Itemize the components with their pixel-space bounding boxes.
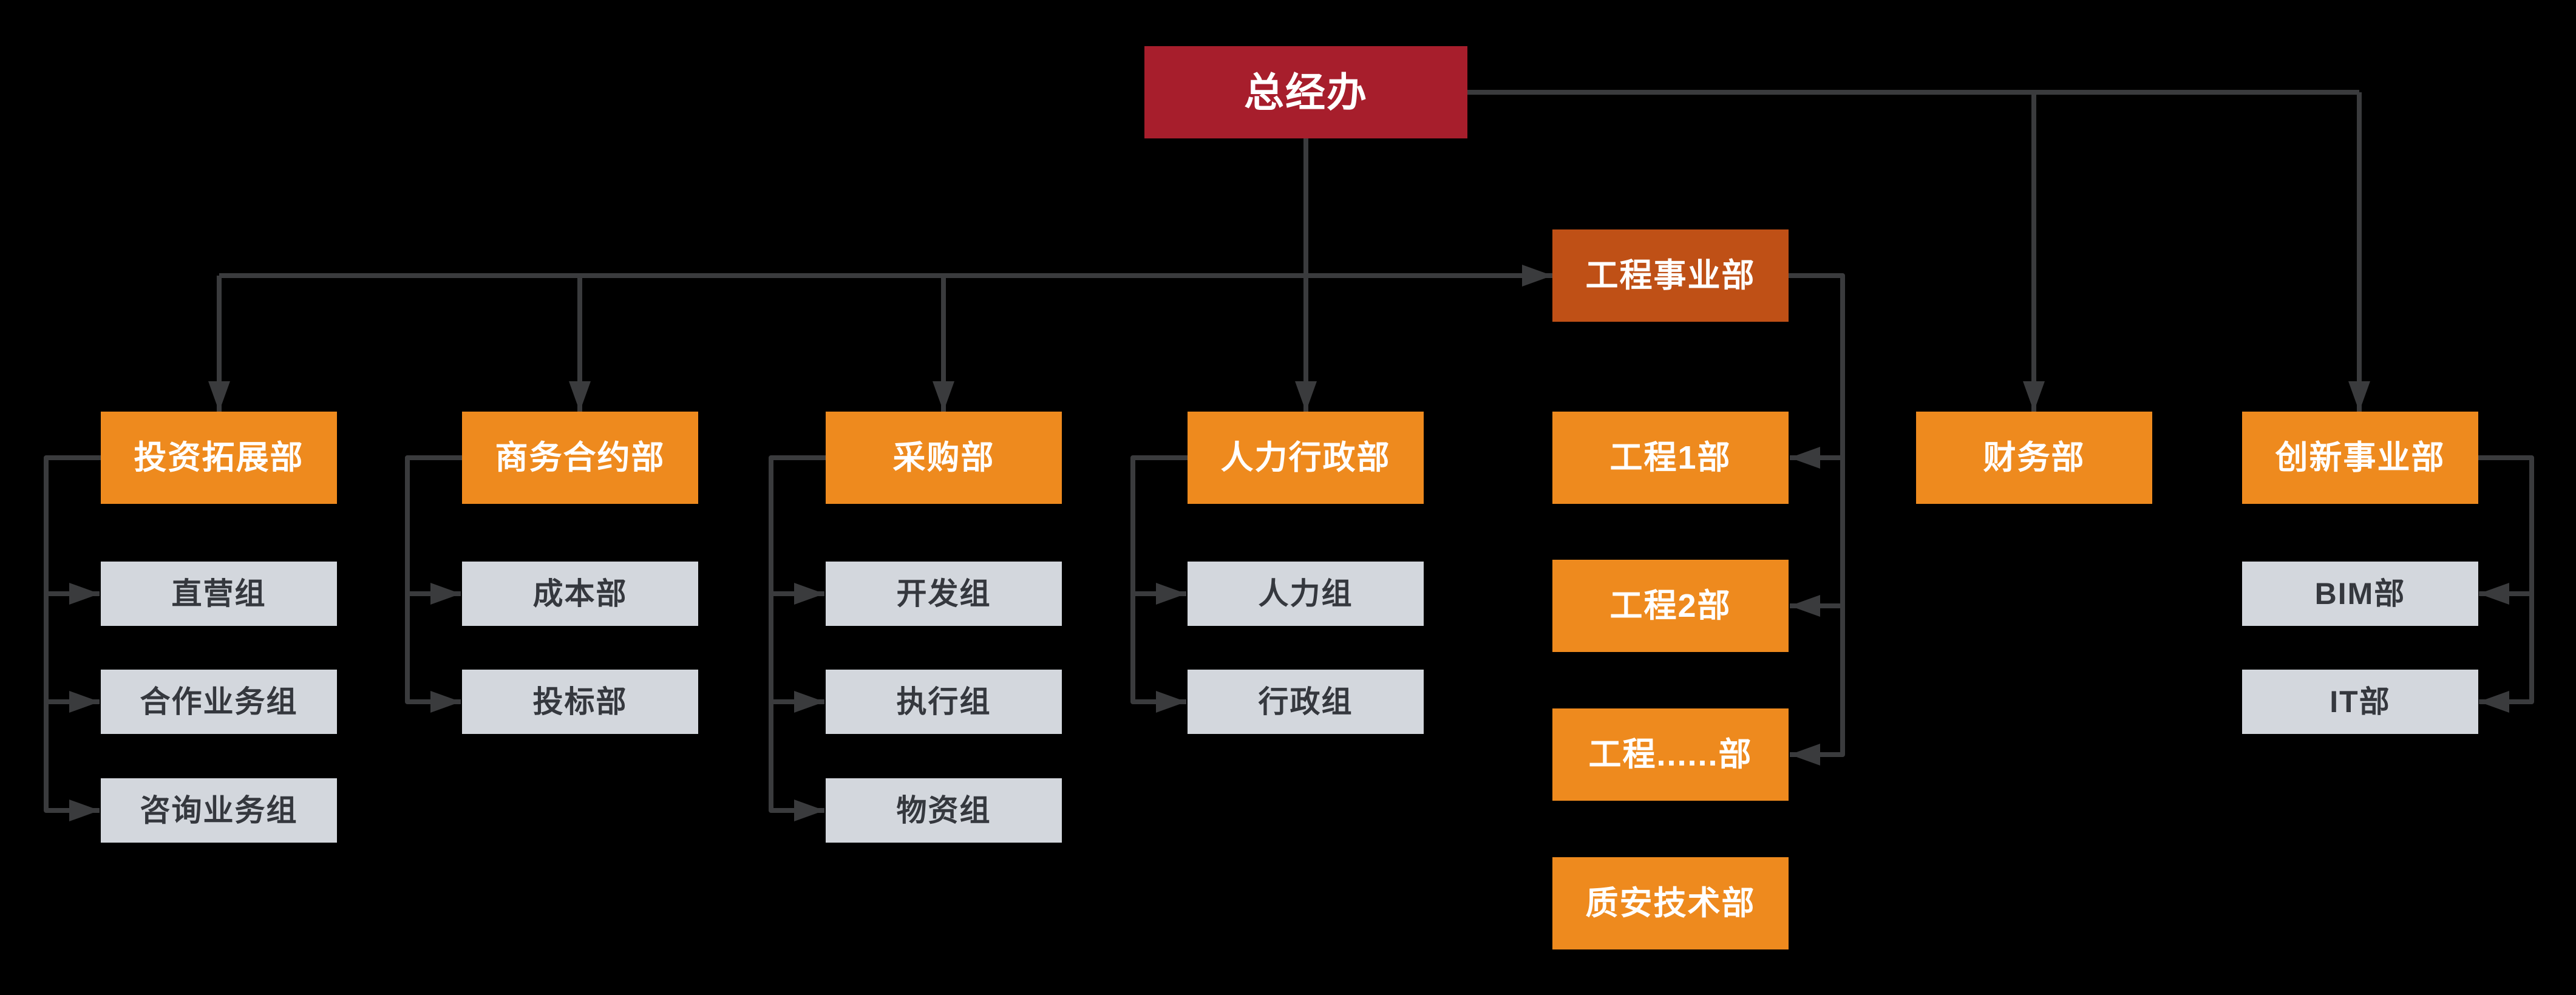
node-innovation-dept: 创新事业部	[2242, 412, 2478, 504]
node-hr-team: 人力组	[1188, 562, 1424, 626]
node-finance-dept: 财务部	[1916, 412, 2152, 504]
node-partnership-team: 合作业务组	[101, 670, 337, 734]
node-bim-team: BIM部	[2242, 562, 2478, 626]
node-qa-tech-dept: 质安技术部	[1552, 857, 1789, 949]
node-it-team: IT部	[2242, 670, 2478, 734]
node-cost-team: 成本部	[462, 562, 698, 626]
node-bidding-team: 投标部	[462, 670, 698, 734]
node-engineering-2-dept: 工程2部	[1552, 560, 1789, 652]
connector-commerce-elbow	[405, 455, 462, 713]
node-execution-team: 执行组	[826, 670, 1062, 734]
node-investment-dept: 投资拓展部	[101, 412, 337, 504]
node-consulting-team: 咨询业务组	[101, 778, 337, 843]
node-admin-team: 行政组	[1188, 670, 1424, 734]
node-materials-team: 物资组	[826, 778, 1062, 843]
connector-hr-elbow	[1130, 455, 1188, 713]
node-hr-admin-dept: 人力行政部	[1188, 412, 1424, 504]
node-engineering-n-dept: 工程......部	[1552, 708, 1789, 801]
node-engineering-1-dept: 工程1部	[1552, 412, 1789, 504]
node-engineering-division: 工程事业部	[1552, 229, 1789, 322]
node-direct-ops-team: 直营组	[101, 562, 337, 626]
node-development-team: 开发组	[826, 562, 1062, 626]
connector-engineering-elbow	[1789, 273, 1845, 766]
node-general-manager-office: 总经办	[1144, 46, 1467, 138]
node-commerce-contract-dept: 商务合约部	[462, 412, 698, 504]
connector-procurement-elbow	[769, 455, 826, 821]
node-procurement-dept: 采购部	[826, 412, 1062, 504]
connector-investment-elbow	[44, 455, 101, 821]
connector-innovation-elbow	[2478, 455, 2534, 713]
